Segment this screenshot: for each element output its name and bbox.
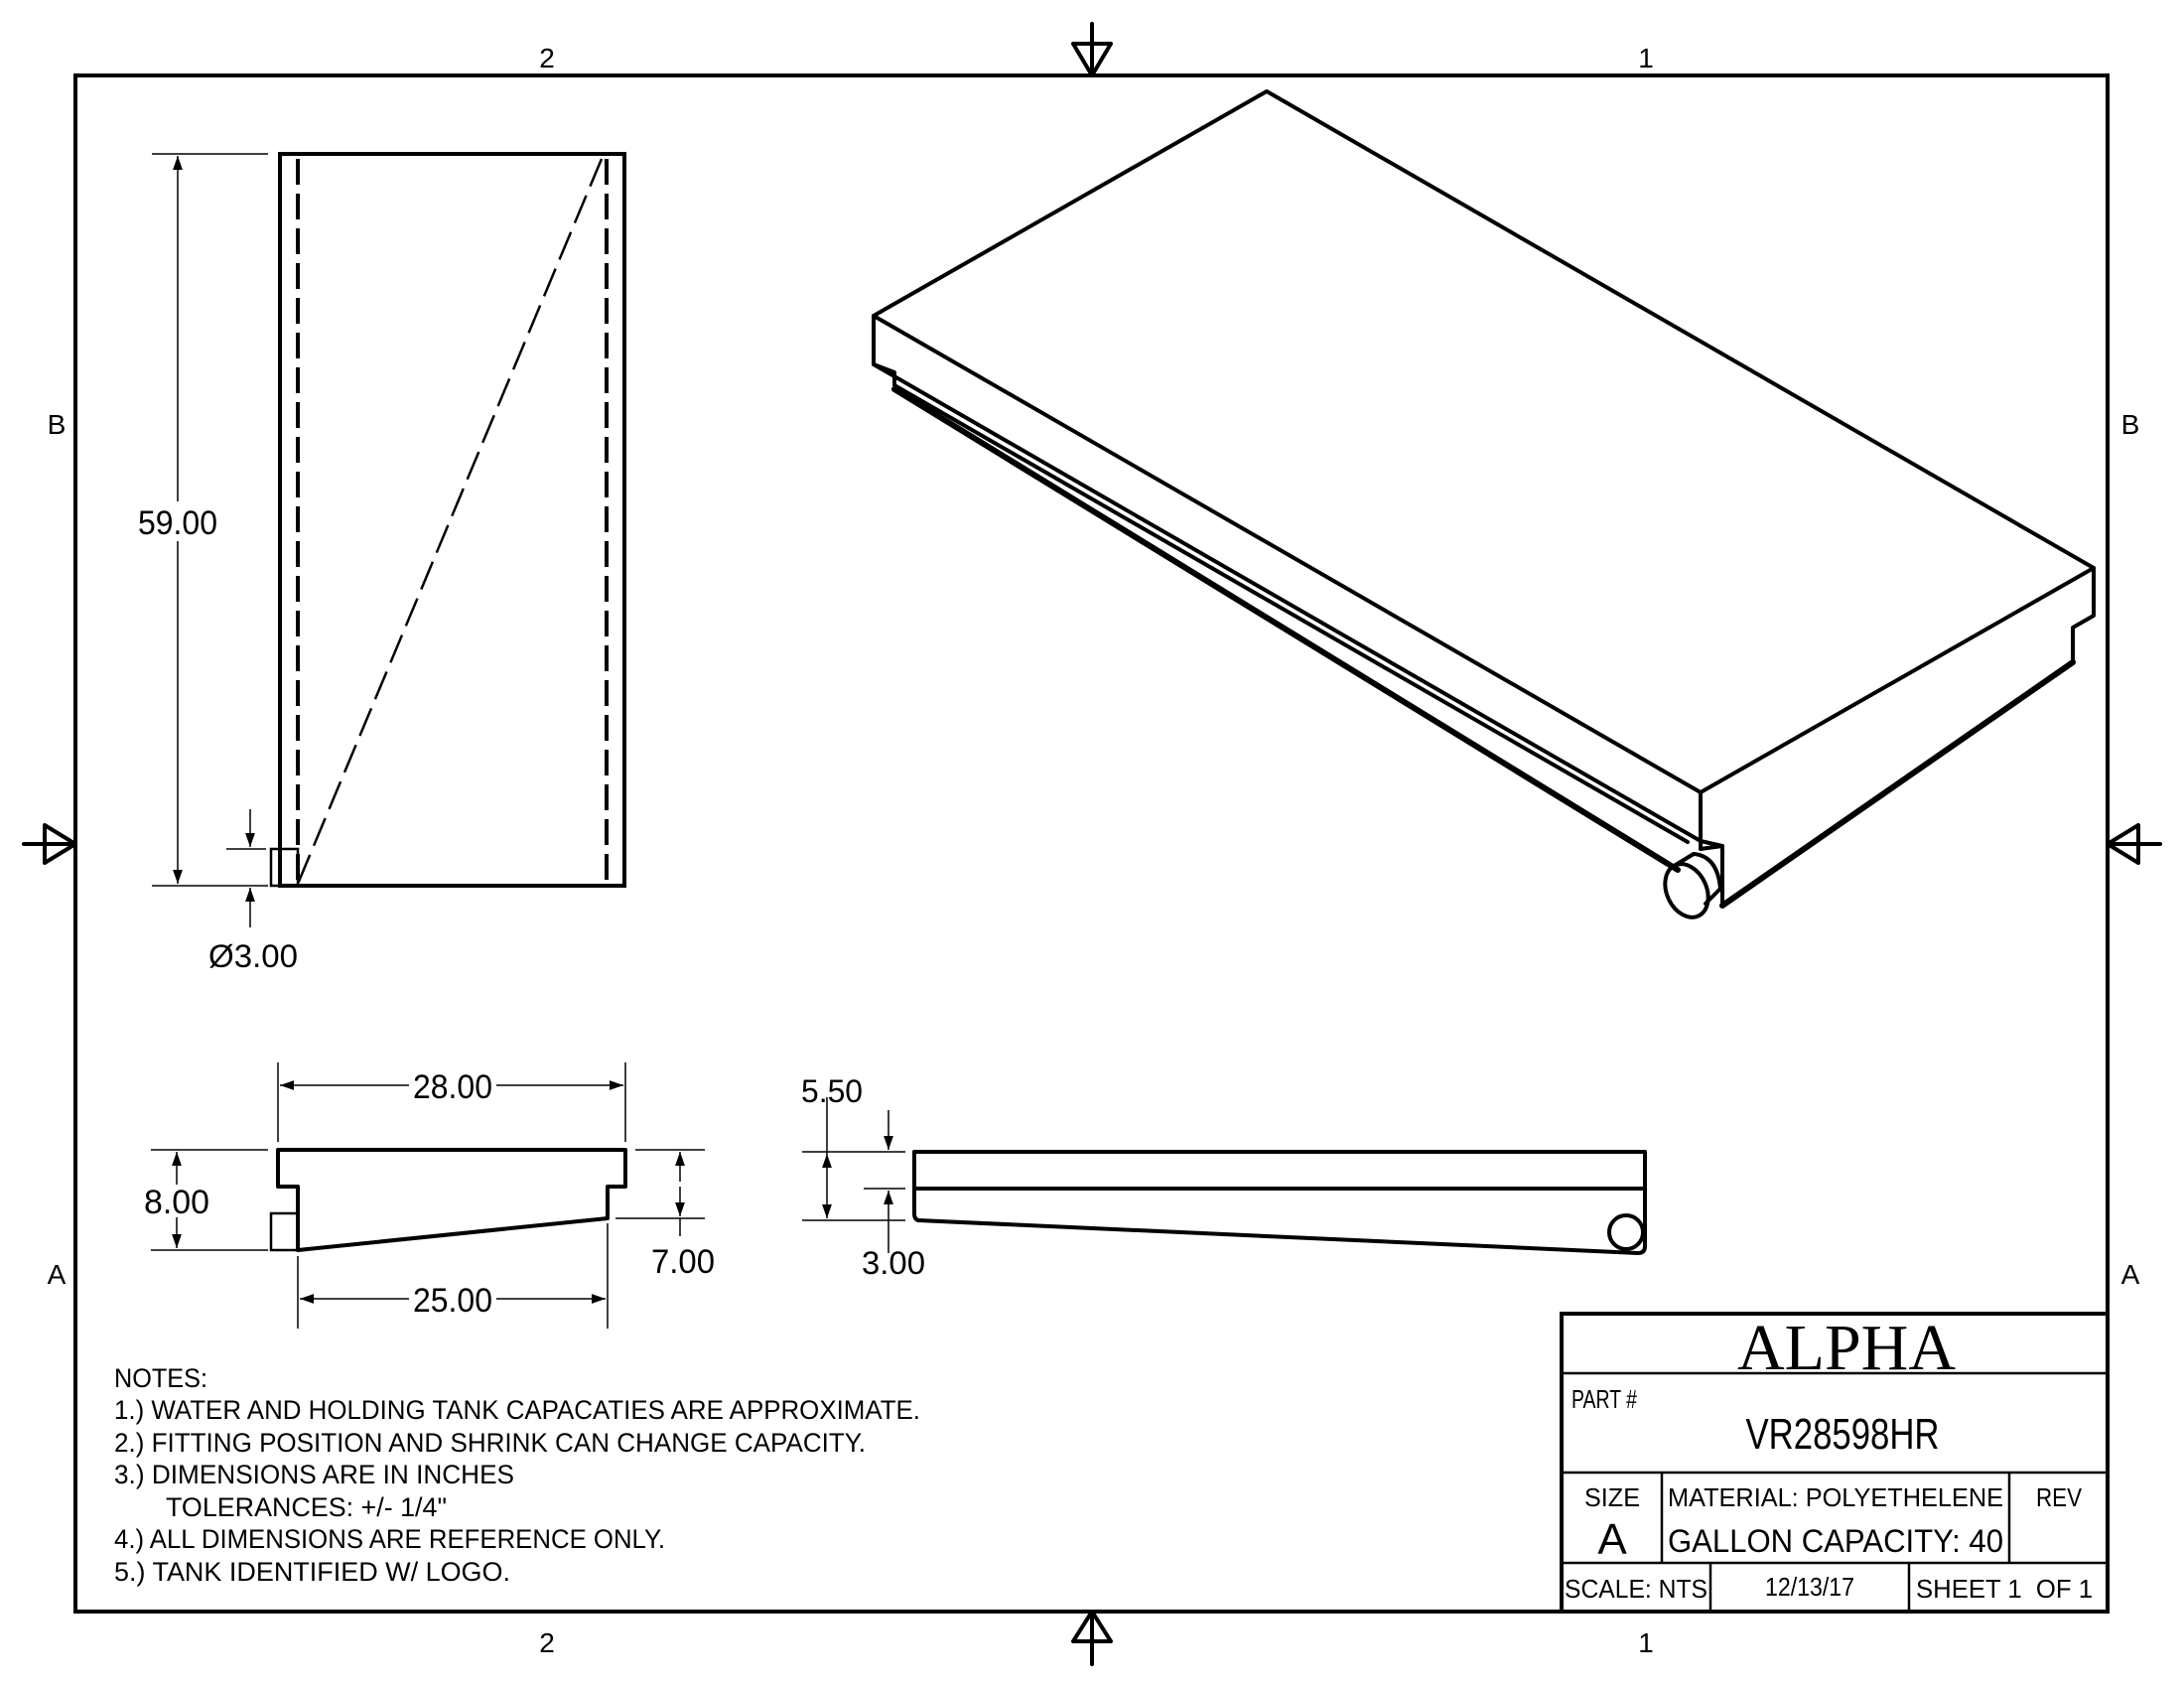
front-view: 28.00 25.00 8.00 7.00 xyxy=(144,1062,715,1329)
fitting-outline xyxy=(269,847,300,888)
note-item: 4.) ALL DIMENSIONS ARE REFERENCE ONLY. xyxy=(114,1524,665,1554)
scale-text: SCALE: NTS xyxy=(1565,1574,1707,1604)
company-name: ALPHA xyxy=(1737,1312,1956,1384)
zone-label-right-b: B xyxy=(2121,409,2140,440)
size-value: A xyxy=(1597,1515,1627,1564)
centering-arrow-bottom-icon xyxy=(1071,1610,1113,1666)
part-label: PART # xyxy=(1571,1384,1637,1414)
rev-label: REV xyxy=(2036,1482,2083,1512)
dim-fitting-diameter: Ø3.00 xyxy=(208,938,298,974)
dim-height-8: 8.00 xyxy=(144,1184,209,1221)
centering-arrow-left-icon xyxy=(22,823,77,865)
fitting-outline xyxy=(269,1211,300,1252)
dim-top-section-5-50: 5.50 xyxy=(801,1073,863,1109)
fitting-circle xyxy=(1607,1213,1645,1251)
zone-label-top-1: 1 xyxy=(1638,43,1654,73)
zone-label-top-2: 2 xyxy=(539,43,555,73)
note-item: 1.) WATER AND HOLDING TANK CAPACATIES AR… xyxy=(114,1395,920,1425)
date-text: 12/13/17 xyxy=(1765,1572,1854,1602)
notes-block: NOTES: 1.) WATER AND HOLDING TANK CAPACA… xyxy=(114,1363,920,1587)
note-item: 5.) TANK IDENTIFIED W/ LOGO. xyxy=(114,1557,510,1587)
capacity-text: GALLON CAPACITY: 40 xyxy=(1668,1523,2003,1559)
dim-top-width-28: 28.00 xyxy=(413,1068,492,1106)
zone-label-bottom-2: 2 xyxy=(539,1627,555,1658)
part-number: VR28598HR xyxy=(1746,1410,1940,1459)
zone-label-right-a: A xyxy=(2121,1259,2140,1290)
material-text: MATERIAL: POLYETHELENE xyxy=(1668,1482,2003,1512)
dim-bottom-width-25: 25.00 xyxy=(413,1282,492,1320)
side-view: 5.50 3.00 xyxy=(801,1073,1647,1281)
note-item: 3.) DIMENSIONS ARE IN INCHES xyxy=(114,1460,514,1489)
note-item: TOLERANCES: +/- 1/4" xyxy=(166,1492,447,1522)
dim-lower-section-3: 3.00 xyxy=(862,1245,925,1281)
dim-length-59: 59.00 xyxy=(138,504,217,542)
dim-right-height-7: 7.00 xyxy=(651,1243,715,1281)
zone-label-bottom-1: 1 xyxy=(1638,1627,1654,1658)
title-block: ALPHA PART # VR28598HR SIZE A MATERIAL: … xyxy=(1560,1312,2110,1614)
note-item: 2.) FITTING POSITION AND SHRINK CAN CHAN… xyxy=(114,1428,866,1458)
centering-arrow-top-icon xyxy=(1071,22,1113,77)
centering-arrow-right-icon xyxy=(2106,823,2162,865)
isometric-view xyxy=(872,89,2096,919)
zone-label-left-b: B xyxy=(48,409,67,440)
sheet-text: SHEET 1 OF 1 xyxy=(1916,1574,2093,1604)
top-view: 59.00 Ø3.00 xyxy=(138,152,626,974)
zone-label-left-a: A xyxy=(48,1259,67,1290)
fitting-cylinder-face xyxy=(1663,862,1710,919)
notes-heading: NOTES: xyxy=(114,1363,207,1393)
size-label: SIZE xyxy=(1584,1482,1640,1512)
